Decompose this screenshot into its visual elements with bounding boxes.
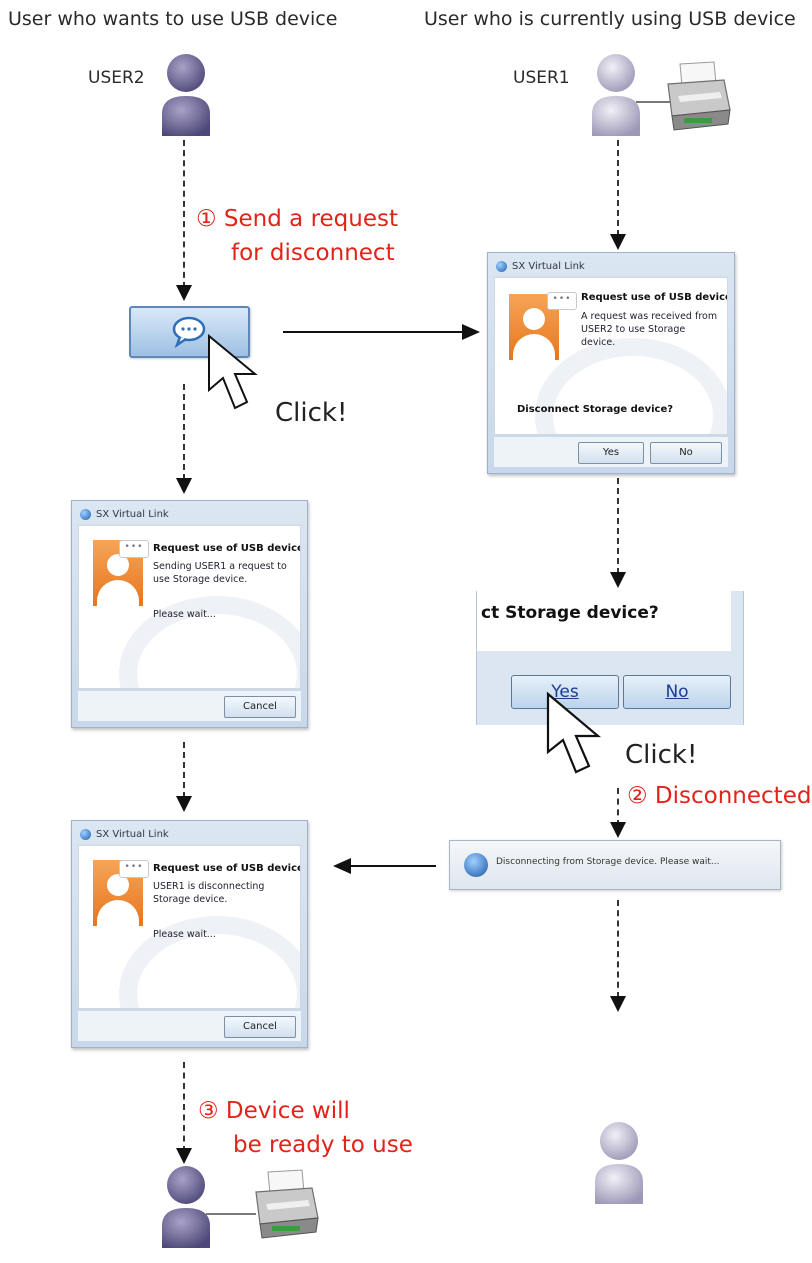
user2-label: USER2 <box>88 68 145 88</box>
zoom-question: ct Storage device? <box>481 603 659 623</box>
user1-label: USER1 <box>513 68 570 88</box>
flow-line-button-to-sending <box>183 384 185 480</box>
flow-line-progress-to-user1 <box>617 900 619 998</box>
zoomed-confirm-dialog: ct Storage device? Yes No <box>476 591 744 725</box>
mouse-cursor-icon <box>208 333 258 410</box>
yes-button[interactable]: Yes <box>578 442 644 464</box>
dialog-heading: Request use of USB device <box>153 863 301 874</box>
printer-icon <box>255 1169 319 1239</box>
arrow-down <box>610 996 626 1012</box>
zoom-yes-button[interactable]: Yes <box>511 675 619 709</box>
request-disconnect-button[interactable] <box>129 306 250 358</box>
flow-line-disconnecting-to-user2 <box>183 1062 185 1152</box>
flow-line-zoom-to-progress <box>617 788 619 826</box>
request-received-dialog: SX Virtual Link ••• Request use of USB d… <box>487 252 735 474</box>
zoom-no-button[interactable]: No <box>623 675 731 709</box>
speech-bubble-icon: ••• <box>119 540 149 558</box>
mouse-cursor-icon <box>546 691 602 774</box>
user1-bottom-icon <box>595 1122 643 1204</box>
flow-line-user1-to-dialog <box>617 140 619 236</box>
dialog-wait: Please wait... <box>153 929 216 940</box>
flow-line-user2-to-button <box>183 140 185 288</box>
cancel-button[interactable]: Cancel <box>224 696 296 718</box>
arrow-down <box>176 285 192 301</box>
dialog-title: SX Virtual Link <box>96 508 169 520</box>
dialog-title: SX Virtual Link <box>512 260 585 272</box>
disconnecting-dialog: SX Virtual Link ••• Request use of USB d… <box>71 820 308 1048</box>
disconnecting-progress-window: Disconnecting from Storage device. Pleas… <box>449 840 781 890</box>
arrow-down <box>610 234 626 250</box>
step3-label-line1: ③ Device will <box>198 1098 350 1124</box>
disconnect-question: Disconnect Storage device? <box>517 404 674 415</box>
dialog-message: USER1 is disconnecting Storage device. <box>153 881 265 905</box>
step1-label-line2: for disconnect <box>231 240 395 266</box>
busy-icon <box>464 853 488 877</box>
dialog-message: A request was received from USER2 to use… <box>581 311 718 348</box>
progress-message: Disconnecting from Storage device. Pleas… <box>496 857 720 867</box>
step1-label-line1: ① Send a request <box>196 206 399 232</box>
dialog-wait: Please wait... <box>153 609 216 620</box>
dialog-message: Sending USER1 a request to use Storage d… <box>153 561 287 585</box>
flow-line-dialog-to-zoom <box>617 478 619 574</box>
dialog-title: SX Virtual Link <box>96 828 169 840</box>
dialog-heading: Request use of USB device <box>581 292 728 303</box>
sending-request-dialog: SX Virtual Link ••• Request use of USB d… <box>71 500 308 728</box>
user2-bottom-icon <box>162 1166 210 1248</box>
flow-line-request-to-user1 <box>283 331 463 333</box>
dialog-heading: Request use of USB device <box>153 543 301 554</box>
printer-connection-line <box>206 1213 256 1215</box>
arrow-down <box>610 572 626 588</box>
printer-icon <box>667 61 731 131</box>
chat-bubble-icon <box>172 316 206 348</box>
app-logo-icon <box>496 260 507 272</box>
flow-line-progress-to-user2 <box>350 865 436 867</box>
click-label-1: Click! <box>275 398 348 428</box>
click-label-2: Click! <box>625 740 698 770</box>
user2-icon <box>162 54 210 136</box>
step2-label: ② Disconnected <box>627 783 812 809</box>
cancel-button[interactable]: Cancel <box>224 1016 296 1038</box>
left-column-header: User who wants to use USB device <box>8 8 338 30</box>
app-logo-icon <box>80 828 91 840</box>
arrow-right <box>462 324 480 340</box>
user1-icon <box>592 54 640 136</box>
watermark-logo <box>535 338 727 434</box>
speech-bubble-icon: ••• <box>119 860 149 878</box>
no-button[interactable]: No <box>650 442 722 464</box>
arrow-down <box>610 822 626 838</box>
step3-label-line2: be ready to use <box>233 1132 413 1158</box>
arrow-down <box>176 478 192 494</box>
arrow-left <box>333 858 351 874</box>
app-logo-icon <box>80 508 91 520</box>
arrow-down <box>176 1148 192 1164</box>
speech-bubble-icon: ••• <box>547 292 577 310</box>
flow-line-sending-to-disconnecting <box>183 742 185 798</box>
arrow-down <box>176 796 192 812</box>
right-column-header: User who is currently using USB device <box>424 8 796 30</box>
requester-avatar <box>93 540 143 606</box>
printer-connection-line <box>636 101 670 103</box>
